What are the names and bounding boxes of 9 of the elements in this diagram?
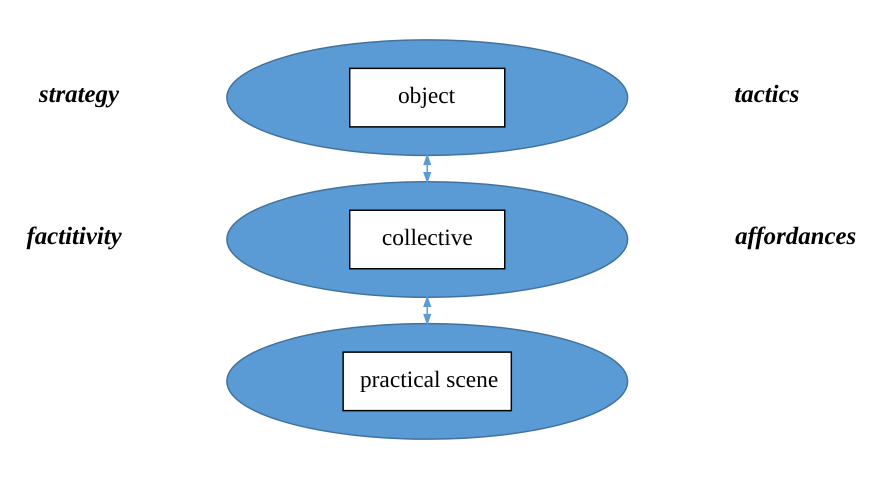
node-ellipse: practical scene xyxy=(226,322,628,440)
label: affordances xyxy=(735,223,856,250)
label: strategy xyxy=(38,81,120,108)
label: factitivity xyxy=(26,223,122,250)
arrow xyxy=(423,153,432,184)
arrow xyxy=(423,295,432,326)
node-ellipse: object xyxy=(226,39,628,156)
label: tactics xyxy=(734,81,800,108)
node-ellipse: collective xyxy=(226,181,628,298)
